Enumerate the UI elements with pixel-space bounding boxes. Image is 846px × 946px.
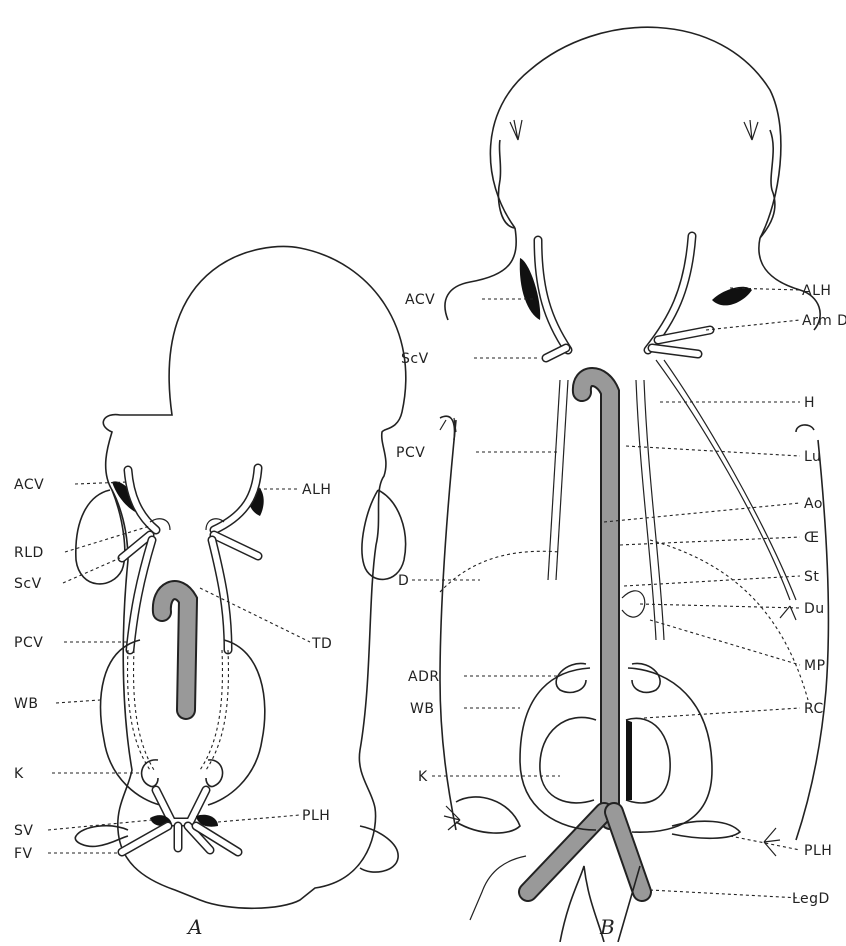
label-b-du: Du xyxy=(804,601,825,617)
label-a-acv: ACV xyxy=(14,477,44,493)
panel-b-drawing xyxy=(440,27,828,942)
label-a-fv: FV xyxy=(14,846,33,862)
panel-a-labels: ACV RLD ScV PCV WB K SV FV ALH TD PLH A xyxy=(14,477,332,939)
label-b-legd: LegD xyxy=(792,891,830,907)
label-b-wb: WB xyxy=(410,701,434,717)
label-b-acv: ACV xyxy=(405,292,435,308)
panel-a-left-arm-bud xyxy=(76,490,125,584)
label-b-ao: Ao xyxy=(804,496,823,512)
label-a-k: K xyxy=(14,766,24,782)
panel-a-left-kidney xyxy=(142,760,158,787)
panel-b-right-heart xyxy=(712,287,752,306)
panel-b-right-kidney xyxy=(626,718,670,803)
panel-b-right-wolffian-body xyxy=(628,668,712,832)
label-a-pcv: PCV xyxy=(14,635,43,651)
label-b-armd: Arm D xyxy=(802,313,846,329)
label-b-scv: ScV xyxy=(401,351,429,367)
label-a-scv: ScV xyxy=(14,576,42,592)
label-a-alh: ALH xyxy=(302,482,331,498)
label-a-td: TD xyxy=(311,636,332,652)
panel-a-right-arm-bud xyxy=(362,490,406,579)
panel-a-right-wolffian-body xyxy=(208,640,265,805)
panel-a-drawing xyxy=(75,247,405,909)
panel-b-left-shoulder xyxy=(445,228,516,320)
panel-a-right-kidney xyxy=(206,760,223,787)
label-b-h: H xyxy=(804,395,815,411)
panel-b-left-pcv-hook xyxy=(440,416,454,440)
panel-a-right-leg-bud xyxy=(360,826,398,872)
label-b-oe: Œ xyxy=(804,530,819,546)
panel-a-left-dashed xyxy=(128,650,150,770)
panel-a-left-wolffian-body xyxy=(101,640,160,805)
panel-b-rc xyxy=(626,720,632,800)
label-a-sv: SV xyxy=(14,823,33,839)
panel-b-left-leg-bud xyxy=(456,797,520,833)
label-b-d: D xyxy=(398,573,409,589)
label-b-lu: Lu xyxy=(804,449,821,465)
panel-b-right-adrenal xyxy=(632,663,660,692)
label-a-rld: RLD xyxy=(14,545,44,561)
label-b-plh: PLH xyxy=(804,843,832,859)
label-b-rc: RC xyxy=(804,701,824,717)
panel-b-left-adrenal xyxy=(556,663,586,692)
label-a-wb: WB xyxy=(14,696,38,712)
label-b-adr: ADR xyxy=(408,669,440,685)
label-b-mp: MP xyxy=(804,658,826,674)
caption-b: B xyxy=(599,915,615,939)
label-b-k: K xyxy=(418,769,428,785)
panel-b-right-pcv-hook xyxy=(796,425,814,432)
panel-b-left-wolffian-body xyxy=(520,668,596,830)
label-b-alh: ALH xyxy=(802,283,831,299)
panel-b-left-body-side xyxy=(440,420,456,830)
label-b-st: St xyxy=(804,569,819,585)
label-a-plh: PLH xyxy=(302,808,330,824)
caption-a: A xyxy=(186,915,202,939)
panel-b-head-outline xyxy=(490,27,781,238)
panel-b-left-kidney xyxy=(540,717,596,802)
panel-a-body-outline xyxy=(103,247,406,909)
panel-b-right-leg-bud xyxy=(672,821,740,838)
label-b-pcv: PCV xyxy=(396,445,425,461)
